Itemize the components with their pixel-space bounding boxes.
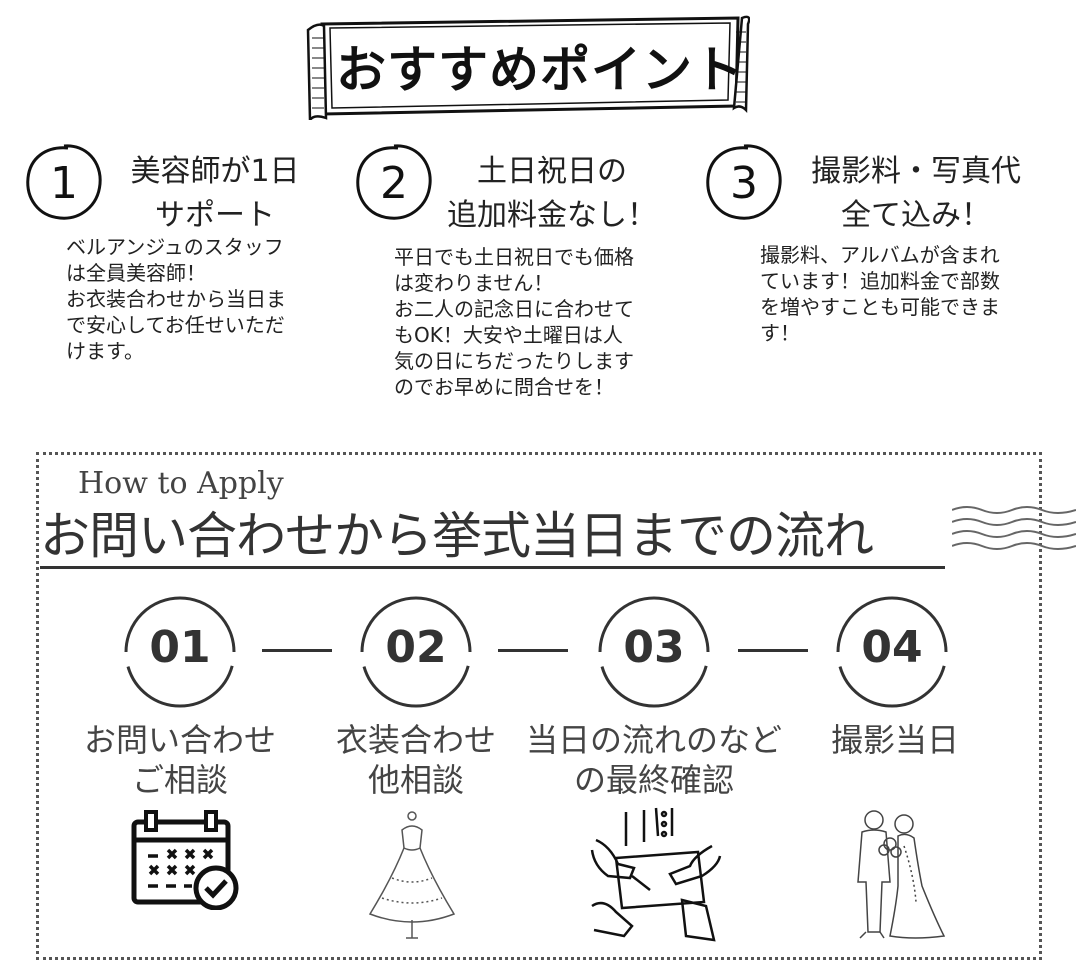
point-1-body-line: は全員美容師！ — [66, 261, 206, 285]
step-2-label-line2: 他相談 — [367, 761, 464, 799]
point-3-body-line: す！ — [760, 321, 800, 345]
step-number-1: 01 — [149, 622, 211, 673]
step-1-label-line1: お問い合わせ — [83, 721, 276, 759]
title-underline — [40, 566, 945, 569]
point-2-body-line: もOK！大安や土曜日は人 — [394, 323, 623, 347]
point-1-body-line: けます。 — [66, 339, 144, 363]
point-3-title-line1: 撮影料・写真代 — [811, 154, 1021, 189]
step-1-label: お問い合わせ ご相談 — [60, 720, 300, 800]
ribbon-banner — [306, 15, 750, 120]
point-3-body-line: 撮影料、アルバムが含まれ — [760, 243, 1000, 267]
wedding-couple-icon — [857, 810, 946, 939]
step-2-label-line1: 衣装合わせ — [335, 721, 496, 759]
step-circle-3 — [598, 596, 710, 708]
point-1-body-line: ベルアンジュのスタッフ — [66, 235, 284, 259]
point-2-title: 土日祝日の 追加料金なし！ — [432, 150, 672, 238]
wedding-dress-icon — [368, 811, 456, 939]
point-1-body-line: で安心してお任せいただ — [66, 313, 285, 337]
step-1-label-line2: ご相談 — [131, 761, 228, 799]
step-connector — [262, 649, 332, 652]
step-connector — [738, 649, 808, 652]
number-3: 3 — [730, 158, 758, 209]
step-circle-1 — [124, 596, 236, 708]
step-3-label: 当日の流れのなど の最終確認 — [514, 720, 794, 800]
calendar-check-icon — [131, 810, 239, 910]
step-2-label: 衣装合わせ 他相談 — [306, 720, 526, 800]
flow-title: お問い合わせから挙式当日までの流れ — [40, 507, 874, 565]
step-3-label-line1: 当日の流れのなど — [525, 721, 782, 759]
step-4-label: 撮影当日 — [800, 720, 990, 760]
number-circle-1: 1 — [26, 144, 102, 220]
point-2-body-line: 気の日にちだったりします — [394, 349, 634, 373]
step-number-2: 02 — [385, 622, 447, 673]
point-1-title-line1: 美容師が1日 — [130, 154, 300, 189]
step-number-3: 03 — [623, 622, 685, 673]
point-2-body-line: のでお早めに問合せを！ — [394, 375, 614, 399]
signing-document-icon — [590, 807, 722, 942]
point-1-title-line2: サポート — [155, 198, 275, 233]
point-1-title: 美容師が1日 サポート — [110, 150, 320, 238]
step-3-label-line2: の最終確認 — [573, 761, 734, 799]
point-2-body-line: お二人の記念日に合わせて — [394, 297, 634, 321]
step-circle-4 — [836, 596, 948, 708]
point-3-title-line2: 全て込み！ — [841, 198, 991, 233]
point-3-body-line: を増やすことも可能できま — [760, 295, 1000, 319]
point-2-body: 平日でも土日祝日でも価格 は変わりません！ お二人の記念日に合わせて もOK！大… — [394, 244, 694, 400]
point-2-body-line: 平日でも土日祝日でも価格 — [394, 245, 634, 269]
step-4-label-line1: 撮影当日 — [830, 721, 959, 759]
point-3-body: 撮影料、アルバムが含まれ ています！追加料金で部数 を増やすことも可能できま す… — [760, 242, 1060, 346]
flow-subtitle: How to Apply — [78, 466, 284, 501]
point-1-body: ベルアンジュのスタッフ は全員美容師！ お衣装合わせから当日ま で安心してお任せ… — [66, 234, 346, 364]
step-circle-2 — [360, 596, 472, 708]
point-2-body-line: は変わりません！ — [394, 271, 554, 295]
wave-lines-icon — [952, 506, 1076, 550]
step-number-4: 04 — [861, 622, 923, 673]
step-connector — [498, 649, 568, 652]
number-2: 2 — [380, 158, 408, 209]
number-circle-2: 2 — [356, 144, 432, 220]
banner-title: おすすめポイント — [336, 40, 744, 99]
point-1-body-line: お衣装合わせから当日ま — [66, 287, 286, 311]
point-3-title: 撮影料・写真代 全て込み！ — [796, 150, 1036, 238]
number-1: 1 — [50, 158, 78, 209]
flow-section-frame — [36, 452, 1042, 960]
point-3-body-line: ています！追加料金で部数 — [760, 269, 1000, 293]
point-2-title-line2: 追加料金なし！ — [447, 198, 657, 233]
point-2-title-line1: 土日祝日の — [477, 154, 627, 189]
number-circle-3: 3 — [706, 144, 782, 220]
